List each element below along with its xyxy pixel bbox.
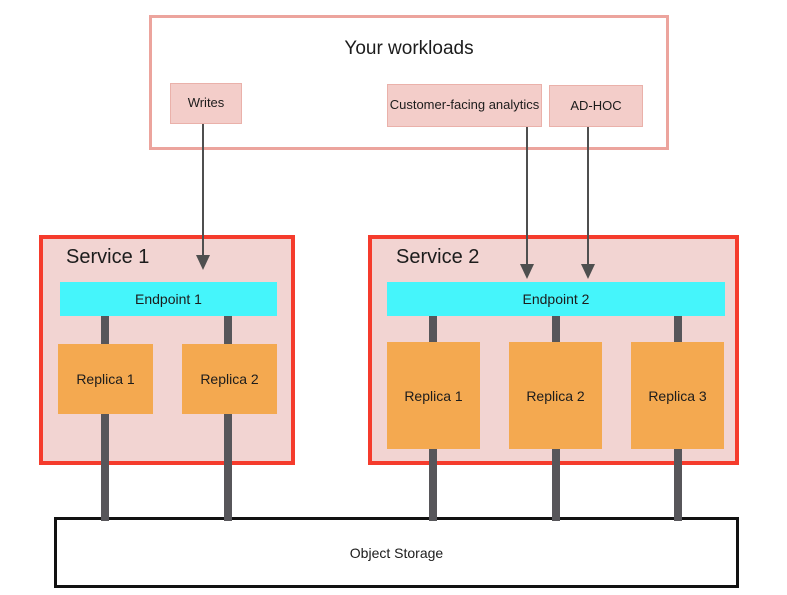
workload-customer-facing-analytics-box: Customer-facing analytics — [387, 84, 542, 127]
service-2-endpoint-bar: Endpoint 2 — [387, 282, 725, 316]
service-2-replica-3-box: Replica 3 — [631, 342, 724, 449]
workloads-title: Your workloads — [344, 38, 474, 59]
connector-service1-replica1-storage — [101, 316, 109, 521]
connector-service1-replica2-storage — [224, 316, 232, 521]
workload-adhoc-box: AD-HOC — [549, 85, 643, 127]
analytics-to-endpoint2-arrow — [520, 127, 534, 279]
service-2-box: Service 2 Endpoint 2 Replica 1 Replica 2… — [368, 235, 739, 465]
workload-writes-box: Writes — [170, 83, 242, 124]
workloads-group-box: Your workloads Writes Customer-facing an… — [149, 15, 669, 150]
service-1-box: Service 1 Endpoint 1 Replica 1 Replica 2 — [39, 235, 295, 465]
service-2-name: Service 2 — [396, 246, 480, 268]
object-storage-box: Object Storage — [54, 517, 739, 588]
adhoc-to-endpoint2-arrow — [581, 127, 595, 279]
arrow-shaft — [587, 127, 589, 265]
arrow-shaft — [526, 127, 528, 265]
service-1-replica-2-box: Replica 2 — [182, 344, 277, 414]
down-arrow-icon — [581, 264, 595, 279]
service-1-endpoint-bar: Endpoint 1 — [60, 282, 277, 316]
down-arrow-icon — [520, 264, 534, 279]
service-2-replica-1-box: Replica 1 — [387, 342, 480, 449]
arrow-shaft — [202, 124, 204, 256]
service-2-replica-2-box: Replica 2 — [509, 342, 602, 449]
service-1-name: Service 1 — [66, 246, 150, 268]
service-1-replica-1-box: Replica 1 — [58, 344, 153, 414]
object-storage-label: Object Storage — [349, 544, 444, 561]
down-arrow-icon — [196, 255, 210, 270]
writes-to-endpoint1-arrow — [196, 124, 210, 270]
